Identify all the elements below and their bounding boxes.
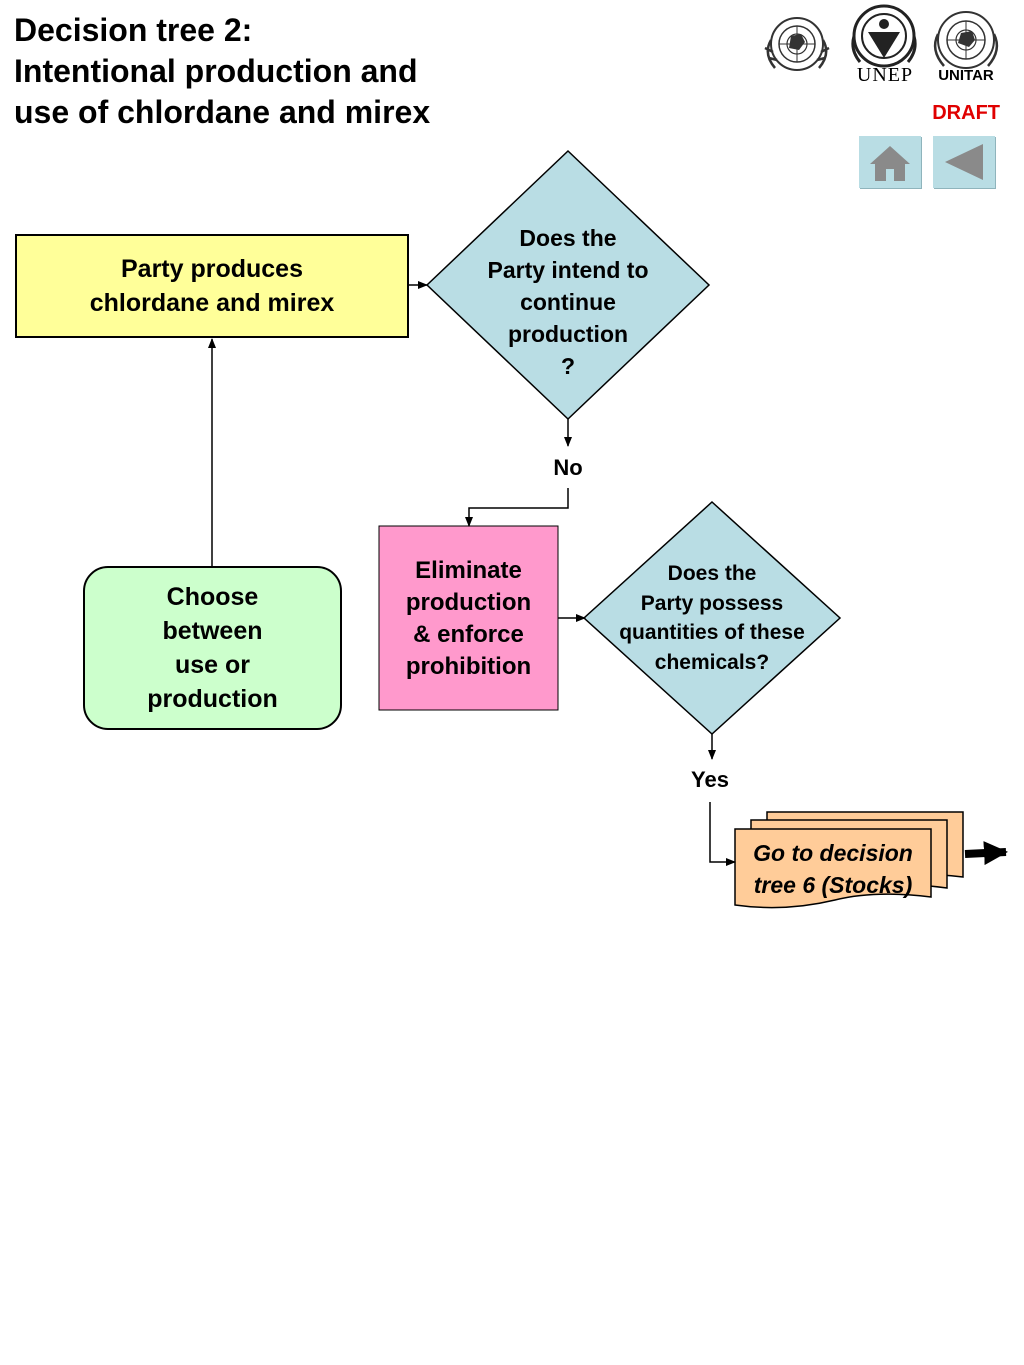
unitar-logo-icon: [933, 11, 999, 69]
go-to-tree6-line-2: tree 6 (Stocks): [753, 872, 913, 898]
home-button[interactable]: [859, 136, 921, 188]
title-line-1: Decision tree 2:: [14, 12, 253, 48]
possess-quantities-line-4: chemicals?: [654, 650, 770, 674]
intend-continue-line-2: Party intend to: [487, 257, 649, 283]
eliminate-text: Eliminate production & enforce prohibiti…: [379, 555, 558, 683]
back-button[interactable]: [933, 136, 995, 188]
eliminate-line-2: production: [405, 589, 532, 616]
possess-quantities-text: Does the Party possess quantities of the…: [594, 558, 830, 678]
possess-quantities-line-2: Party possess: [640, 591, 784, 615]
unitar-label: UNITAR: [938, 67, 994, 84]
possess-quantities-line-3: quantities of these: [619, 621, 805, 644]
un-emblem-icon: [764, 17, 830, 71]
yes-label: Yes: [691, 767, 729, 792]
party-produces-box: [15, 234, 409, 338]
edge-yes-to-doc: [709, 802, 736, 866]
choose-line-4: production: [147, 685, 278, 713]
unep-label: UNEP: [856, 64, 914, 86]
intend-continue-line-4: production: [507, 321, 629, 347]
intend-continue-line-1: Does the: [519, 225, 617, 251]
choose-text: Choose between use or production: [84, 578, 341, 718]
choose-line-2: between: [162, 617, 263, 645]
party-produces-text: Party produces chlordane and mirex: [16, 235, 408, 337]
page-title: Decision tree 2: Intentional production …: [14, 10, 534, 133]
title-line-3: use of chlordane and mirex: [14, 94, 431, 130]
choose-line-1: Choose: [166, 583, 259, 611]
eliminate-line-1: Eliminate: [415, 557, 522, 584]
edge-doc-out-arrow: [964, 841, 1008, 866]
party-produces-line-2: chlordane and mirex: [89, 289, 335, 317]
title-line-2: Intentional production and: [14, 53, 418, 89]
home-icon: [870, 146, 910, 181]
back-arrow-icon: [945, 144, 983, 180]
eliminate-line-4: prohibition: [405, 653, 532, 680]
party-produces-line-1: Party produces: [120, 255, 303, 283]
go-to-tree6-multidoc: [734, 811, 964, 909]
intend-continue-text: Does the Party intend to continue produc…: [440, 222, 696, 382]
go-to-tree6-line-1: Go to decision: [753, 840, 913, 866]
draft-label: DRAFT: [932, 102, 1000, 124]
choose-line-3: use or: [174, 651, 251, 679]
eliminate-line-3: & enforce: [413, 621, 524, 648]
go-to-tree6-text: Go to decision tree 6 (Stocks): [735, 836, 931, 902]
intend-continue-line-3: continue: [520, 289, 616, 315]
unep-logo-icon: [851, 4, 917, 68]
possess-quantities-line-1: Does the: [667, 562, 757, 585]
no-label: No: [553, 455, 583, 480]
intend-continue-line-5: ?: [560, 353, 576, 379]
eliminate-box: [378, 525, 559, 711]
edge-no-to-eliminate: [465, 488, 569, 527]
